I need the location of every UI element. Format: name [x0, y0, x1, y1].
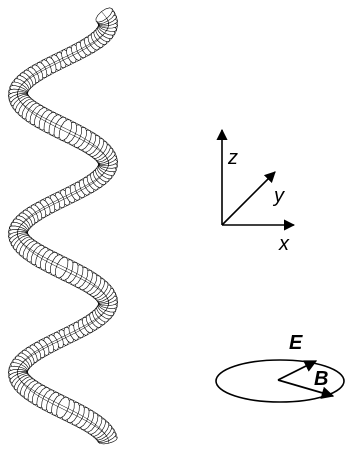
field-ellipse [215, 359, 345, 403]
helical-tube-wireframe [8, 7, 118, 445]
tube-longitudinal-wire [17, 11, 109, 437]
tube-longitudinal-wire [8, 21, 99, 443]
y-axis-label: y [272, 185, 285, 207]
x-axis-label: x [278, 233, 290, 255]
b-vector-label: B [314, 368, 328, 390]
field-vector-diagram: E B [215, 332, 345, 403]
coordinate-axes: z y x [216, 128, 296, 255]
e-vector-label: E [289, 332, 303, 354]
e-vector-arrow [277, 360, 318, 381]
z-axis-label: z [227, 147, 238, 169]
b-vector-arrow [277, 379, 335, 399]
y-axis-arrow [221, 171, 276, 226]
tube-longitudinal-wire [27, 8, 118, 438]
